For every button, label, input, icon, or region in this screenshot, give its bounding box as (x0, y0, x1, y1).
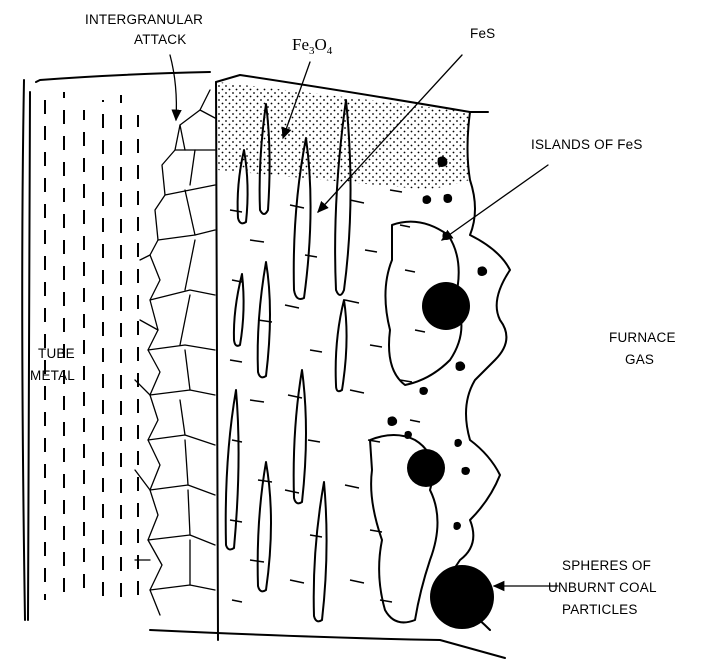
fes-deposit-masses (370, 222, 461, 623)
label-fes: FeS (470, 26, 495, 41)
label-fe3o4: Fe3O4 (292, 35, 333, 57)
label-furnace-line2: GAS (625, 352, 654, 367)
label-tube-line1: TUBE (38, 346, 75, 361)
label-furnace-line1: FURNACE (609, 330, 676, 345)
label-intergranular-line1: INTERGRANULAR (85, 12, 203, 27)
label-spheres-line1: SPHERES OF (562, 558, 651, 573)
coal-particle-sphere (407, 449, 445, 487)
fes-islands-and-coal-spheres (388, 156, 495, 629)
intergranular-grain-boundaries (135, 90, 215, 615)
label-islands-of-fes: ISLANDS OF FeS (531, 137, 643, 152)
label-spheres-line3: PARTICLES (562, 602, 638, 617)
coal-particle-sphere (430, 565, 494, 629)
coal-particle-sphere (422, 282, 470, 330)
label-tube-line2: METAL (30, 368, 75, 383)
label-intergranular-line2: ATTACK (134, 32, 186, 47)
label-spheres-line2: UNBURNT COAL (548, 580, 657, 595)
